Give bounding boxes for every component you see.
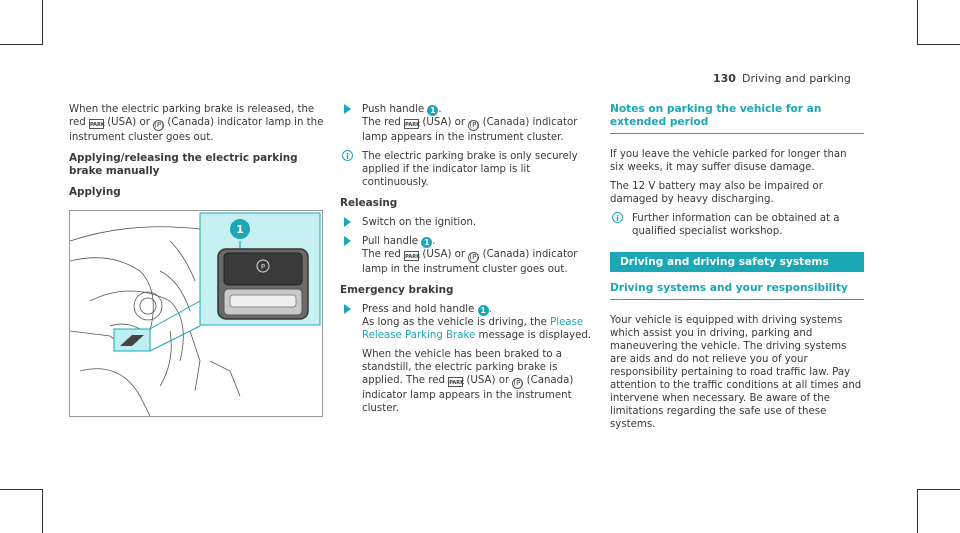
section-title-extended-parking: Notes on parking the vehicle for an exte… [610,103,864,134]
crop-mark [917,489,918,533]
park-canada-icon: (P) [512,378,524,389]
step-press-hold-handle: Press and hold handle 1. As long as the … [340,303,598,415]
crop-mark [917,44,960,45]
section-title-responsibility: Driving systems and your responsibility [610,282,864,300]
paragraph: The 12 V battery may also be impaired or… [610,181,823,205]
subheading-emergency: Emergency braking [340,284,454,296]
park-canada-icon: (P) [468,252,480,263]
step-push-handle: Push handle 1. The red PARK (USA) or (P)… [340,103,598,144]
crop-mark [0,489,43,490]
info-icon: i [612,212,623,223]
callout-1-icon: 1 [421,237,433,248]
column-3: Notes on parking the vehicle for an exte… [610,103,864,437]
column-1: When the electric parking brake is relea… [69,103,324,205]
step-arrow-icon [344,104,351,114]
crop-mark [917,0,918,44]
step-pull-handle: Pull handle 1. The red PARK (USA) or (P)… [340,235,598,276]
callout-1-icon: 1 [477,305,489,316]
subheading-releasing: Releasing [340,197,398,209]
info-note: i Further information can be obtained at… [610,212,864,238]
step-arrow-icon [344,236,351,246]
park-canada-icon: (P) [153,120,165,131]
chapter-band: Driving and driving safety systems [610,252,864,272]
svg-text:P: P [261,263,265,271]
section-title: Driving and parking [741,72,851,85]
park-usa-icon: PARK [88,119,105,129]
step-result: When the vehicle has been braked to a st… [362,349,574,414]
park-usa-icon: PARK [448,377,464,387]
page-number: 130 [713,72,736,85]
callout-1-icon: 1 [427,105,439,116]
subheading-applying: Applying [69,186,121,198]
crop-mark [42,489,43,533]
crop-mark [42,0,43,44]
parking-brake-illustration: 1 P [69,210,323,417]
crop-mark [917,489,960,490]
park-canada-icon: (P) [468,120,480,131]
park-usa-icon: PARK [404,119,420,129]
section-heading: Applying/releasing the electric parking … [69,152,298,177]
paragraph: Your vehicle is equipped with driving sy… [610,315,862,430]
info-note: i The electric parking brake is only sec… [340,150,598,189]
page-header: 130 Driving and parking [713,72,851,85]
display-message: Please Release Parking Brake [362,317,584,341]
step-switch-ignition: Switch on the ignition. [340,216,598,229]
dashboard-drawing: 1 P [69,212,321,417]
crop-mark [0,44,43,45]
paragraph: If you leave the vehicle parked for long… [610,149,847,173]
step-arrow-icon [344,304,351,314]
park-usa-icon: PARK [404,251,420,261]
column-2: Push handle 1. The red PARK (USA) or (P)… [340,103,598,421]
step-arrow-icon [344,217,351,227]
svg-text:1: 1 [236,223,244,236]
info-icon: i [342,150,353,161]
intro-paragraph: When the electric parking brake is relea… [69,104,324,143]
